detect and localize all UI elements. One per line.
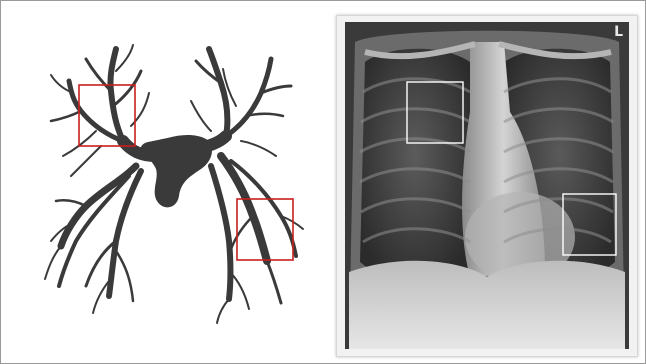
xray-side-marker: L	[614, 24, 623, 40]
chest-xray-image: L	[345, 22, 629, 349]
central-airway	[147, 135, 212, 207]
xray-card: L	[336, 15, 638, 357]
xray-drawing	[345, 22, 629, 349]
bronchial-tree-drawing	[31, 31, 311, 331]
bronchial-tree-illustration	[31, 31, 311, 331]
